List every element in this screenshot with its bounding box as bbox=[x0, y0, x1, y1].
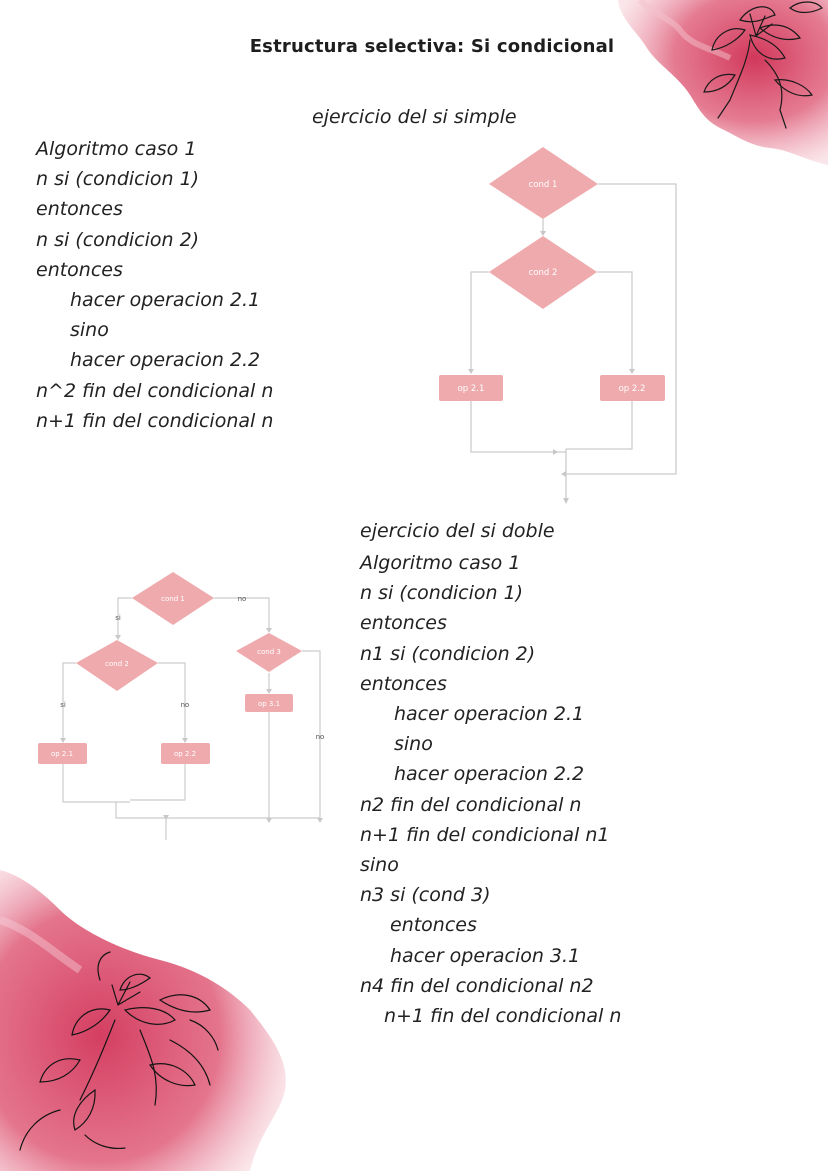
process-op22: op 2.2 bbox=[600, 375, 665, 401]
code-line: n3 si (cond 3) bbox=[360, 884, 491, 907]
branch-label-si: si bbox=[115, 614, 121, 622]
page-title: Estructura selectiva: Si condicional bbox=[249, 36, 615, 57]
branch-label-si: si bbox=[60, 701, 66, 709]
decision-label: cond 2 bbox=[105, 660, 129, 668]
code-line: n+1 fin del condicional n1 bbox=[360, 823, 610, 846]
code-line: Algoritmo caso 1 bbox=[360, 552, 521, 574]
code-line: n si (condicion 1) bbox=[360, 582, 524, 605]
process-op22: op 2.2 bbox=[161, 743, 210, 764]
code-line: n si (condicion 1) bbox=[36, 168, 200, 191]
decision-label: cond 1 bbox=[161, 595, 185, 603]
code-line: n2 fin del condicional n bbox=[360, 793, 582, 816]
section1-heading: ejercicio del si simple bbox=[312, 106, 517, 128]
code-line: sino bbox=[360, 854, 399, 877]
decision-label: cond 3 bbox=[257, 648, 281, 656]
section1-algorithm: Algoritmo caso 1 n si (condicion 1) ento… bbox=[36, 134, 273, 436]
code-line: hacer operacion 2.1 bbox=[394, 703, 585, 726]
branch-label-no: no bbox=[316, 733, 325, 741]
decision-cond1: cond 1 bbox=[489, 147, 598, 219]
decision-cond2: cond 2 bbox=[76, 640, 158, 691]
code-line: n+1 fin del condicional n bbox=[36, 409, 274, 432]
decision-cond3: cond 3 bbox=[236, 633, 302, 672]
section2-heading: ejercicio del si doble bbox=[360, 520, 555, 542]
process-label: op 2.2 bbox=[174, 750, 196, 758]
process-op21: op 2.1 bbox=[439, 375, 503, 401]
code-line: entonces bbox=[360, 672, 447, 695]
branch-label-no: no bbox=[238, 595, 247, 603]
code-line: entonces bbox=[36, 258, 123, 281]
section2-algorithm: Algoritmo caso 1 n si (condicion 1) ento… bbox=[360, 548, 621, 1031]
decision-label: cond 2 bbox=[529, 268, 558, 278]
code-line: sino bbox=[394, 733, 433, 756]
code-line: entonces bbox=[390, 914, 477, 937]
watercolor-flower-top-right bbox=[618, 0, 828, 165]
code-line: hacer operacion 2.2 bbox=[394, 763, 585, 786]
code-line: entonces bbox=[360, 612, 447, 635]
process-label: op 3.1 bbox=[258, 700, 280, 708]
code-line: sino bbox=[70, 319, 109, 342]
code-line: hacer operacion 2.1 bbox=[70, 289, 261, 312]
code-line: Algoritmo caso 1 bbox=[36, 138, 197, 160]
process-label: op 2.1 bbox=[458, 384, 485, 394]
code-line: hacer operacion 3.1 bbox=[390, 944, 581, 967]
code-line: n^2 fin del condicional n bbox=[36, 379, 274, 402]
code-line: entonces bbox=[36, 198, 123, 221]
decision-label: cond 1 bbox=[529, 180, 558, 190]
watercolor-flower-bottom-left bbox=[0, 870, 286, 1171]
process-op21: op 2.1 bbox=[38, 743, 87, 764]
code-line: n si (condicion 2) bbox=[36, 228, 200, 251]
branch-label-no: no bbox=[181, 701, 190, 709]
process-label: op 2.2 bbox=[619, 384, 646, 394]
code-line: n1 si (condicion 2) bbox=[360, 642, 536, 665]
process-op31: op 3.1 bbox=[245, 694, 293, 712]
code-line: n+1 fin del condicional n bbox=[384, 1005, 622, 1028]
code-line: n4 fin del condicional n2 bbox=[360, 974, 594, 997]
code-line: hacer operacion 2.2 bbox=[70, 349, 261, 372]
decision-cond1: cond 1 bbox=[132, 572, 214, 625]
decision-cond2: cond 2 bbox=[489, 236, 597, 309]
process-label: op 2.1 bbox=[51, 750, 73, 758]
